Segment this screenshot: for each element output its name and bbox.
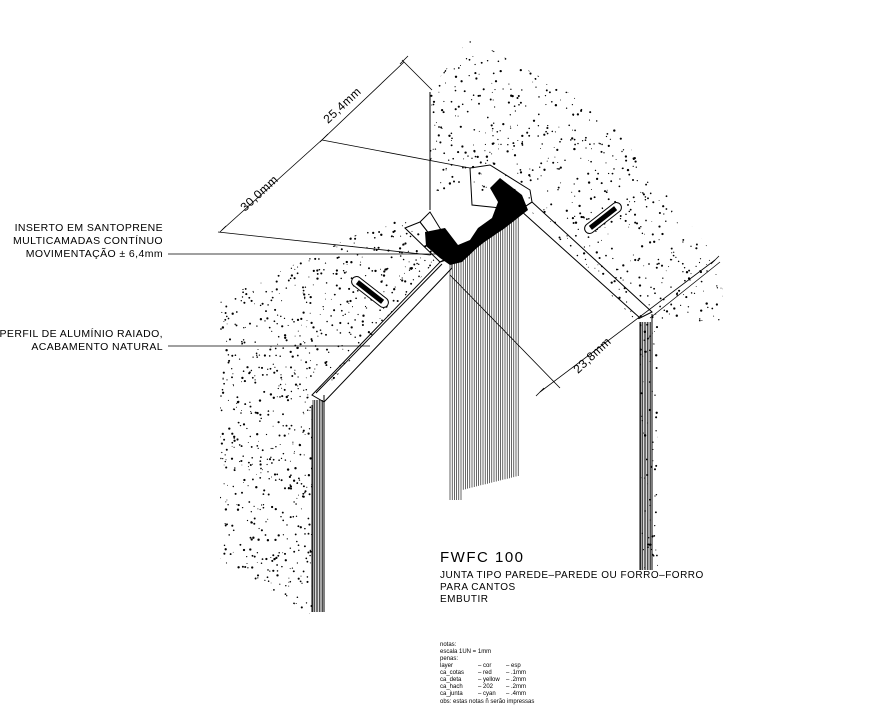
notes-cell: ca_hach — [440, 684, 463, 690]
notes-cell: – .2mm — [506, 677, 526, 683]
dimension-30-0: 30,0mm — [237, 172, 280, 214]
anchor-slot-left — [351, 276, 389, 308]
callout-profile-line-2: ACABAMENTO NATURAL — [31, 341, 163, 353]
concrete-left-wall — [220, 214, 440, 615]
dimension-lines — [217, 55, 721, 397]
notes-cell: – .2mm — [506, 684, 526, 690]
notes-cell: – esp — [506, 663, 521, 669]
notes-cell: ca_deta — [440, 677, 462, 683]
notes-footer: obs: estas notas ñ serão impressas — [440, 699, 534, 705]
drawing-notes: notas: escala 1UN = 1mm penas: layer – c… — [440, 642, 534, 705]
notes-cell: – .1mm — [506, 670, 526, 676]
notes-cell: – red — [478, 670, 492, 676]
notes-scale: escala 1UN = 1mm — [440, 649, 491, 655]
notes-cell: – 202 — [478, 684, 494, 690]
subtitle-line-3: EMBUTIR — [440, 594, 489, 605]
notes-row: ca_cotas – red – .1mm — [440, 670, 526, 676]
leader-lines — [168, 253, 440, 347]
callout-insert-line-1: INSERTO EM SANTOPRENE — [15, 222, 163, 234]
wall-outlines — [311, 92, 653, 612]
callout-insert-line-3: MOVIMENTAÇÃO ± 6,4mm — [26, 247, 163, 260]
notes-cell: – yellow — [478, 677, 500, 683]
notes-heading: notas: — [440, 642, 457, 648]
notes-cell: ca_junta — [440, 691, 463, 697]
anchor-slot-right — [584, 202, 622, 234]
notes-cell: – cyan — [478, 691, 496, 697]
callout-profile-line-1: PERFIL DE ALUMÍNIO RAIADO, — [0, 327, 163, 340]
seal-fins — [449, 208, 519, 500]
notes-cell: – .4mm — [506, 691, 526, 697]
notes-cell: – cor — [478, 663, 491, 669]
callout-profile: PERFIL DE ALUMÍNIO RAIADO, ACABAMENTO NA… — [0, 327, 163, 353]
callout-insert-line-2: MULTICAMADAS CONTÍNUO — [13, 234, 163, 247]
notes-row: ca_deta – yellow – .2mm — [440, 677, 526, 683]
notes-row: ca_junta – cyan – .4mm — [440, 691, 526, 697]
right-face-hatch — [640, 322, 651, 570]
drawing-title: FWFC 100 — [440, 549, 525, 566]
callout-insert: INSERTO EM SANTOPRENE MULTICAMADAS CONTÍ… — [13, 222, 163, 260]
notes-row: layer – cor – esp — [440, 663, 521, 669]
subtitle-line-2: PARA CANTOS — [440, 582, 516, 593]
notes-row: ca_hach – 202 – .2mm — [440, 684, 526, 690]
left-face-hatch — [312, 400, 323, 612]
notes-pens: penas: — [440, 656, 458, 662]
dimension-23-8: 23,8mm — [570, 334, 613, 376]
title-block: FWFC 100 JUNTA TIPO PAREDE–PAREDE OU FOR… — [440, 549, 704, 605]
notes-cell: layer — [440, 663, 453, 669]
subtitle-line-1: JUNTA TIPO PAREDE–PAREDE OU FORRO–FORRO — [440, 570, 704, 581]
notes-cell: ca_cotas — [440, 670, 464, 676]
dimension-25-4: 25,4mm — [320, 84, 363, 126]
